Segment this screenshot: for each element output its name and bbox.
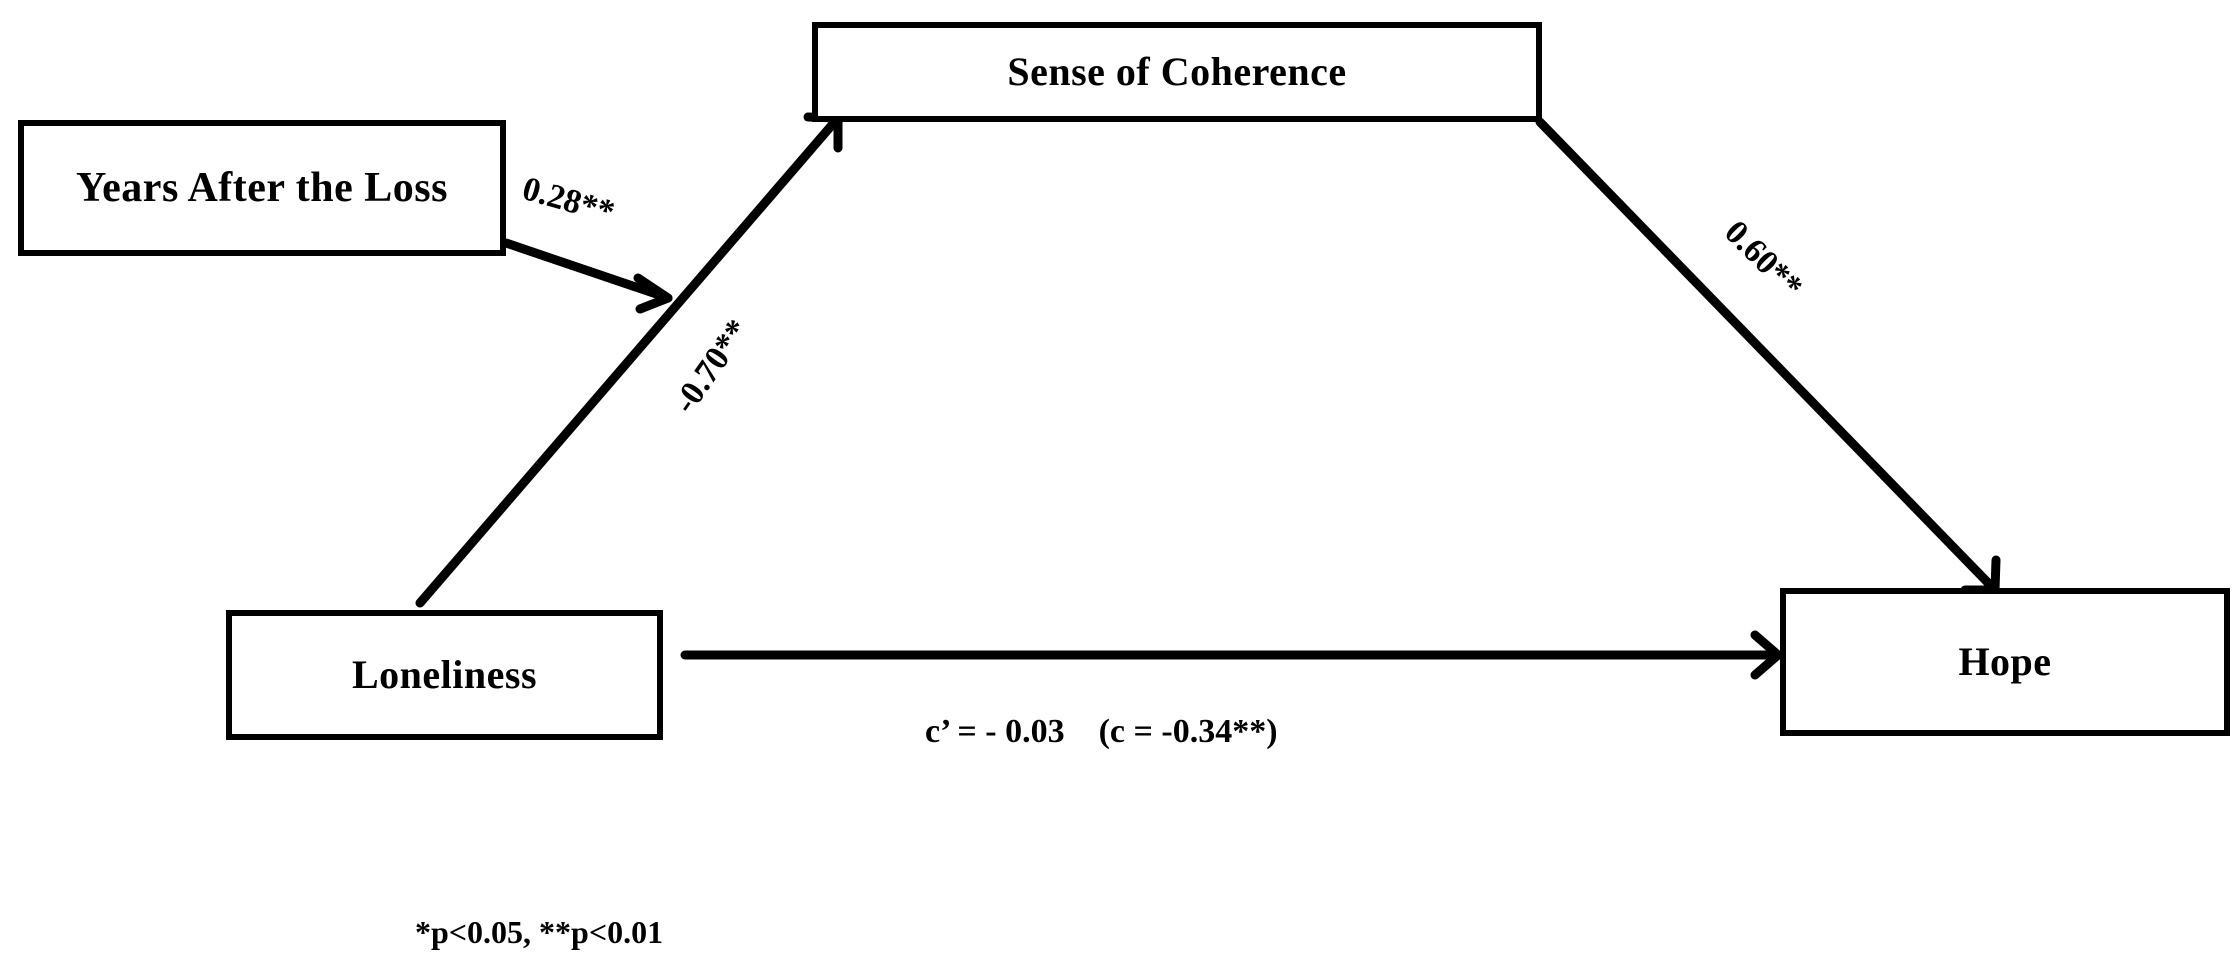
arrowhead-moderation <box>633 273 673 314</box>
node-years-after-loss-label: Years After the Loss <box>75 164 448 211</box>
node-loneliness: Loneliness <box>226 610 663 740</box>
arrowhead-hope-direct <box>1750 630 1783 680</box>
node-hope-label: Hope <box>1958 639 2052 684</box>
arrow-loneliness-to-coherence <box>415 113 843 608</box>
significance-footnote: *p<0.05, **p<0.01 <box>415 914 664 950</box>
node-sense-of-coherence: Sense of Coherence <box>812 22 1542 122</box>
node-sense-of-coherence-label: Sense of Coherence <box>1007 49 1347 94</box>
node-loneliness-label: Loneliness <box>351 652 538 697</box>
coef-direct-effect: c’ = - 0.03 (c = -0.34**) <box>925 713 1278 750</box>
arrow-coherence-to-hope <box>1535 117 2000 595</box>
node-years-after-loss: Years After the Loss <box>18 120 506 256</box>
node-hope: Hope <box>1780 588 2230 736</box>
arrow-years-to-path <box>501 238 673 303</box>
